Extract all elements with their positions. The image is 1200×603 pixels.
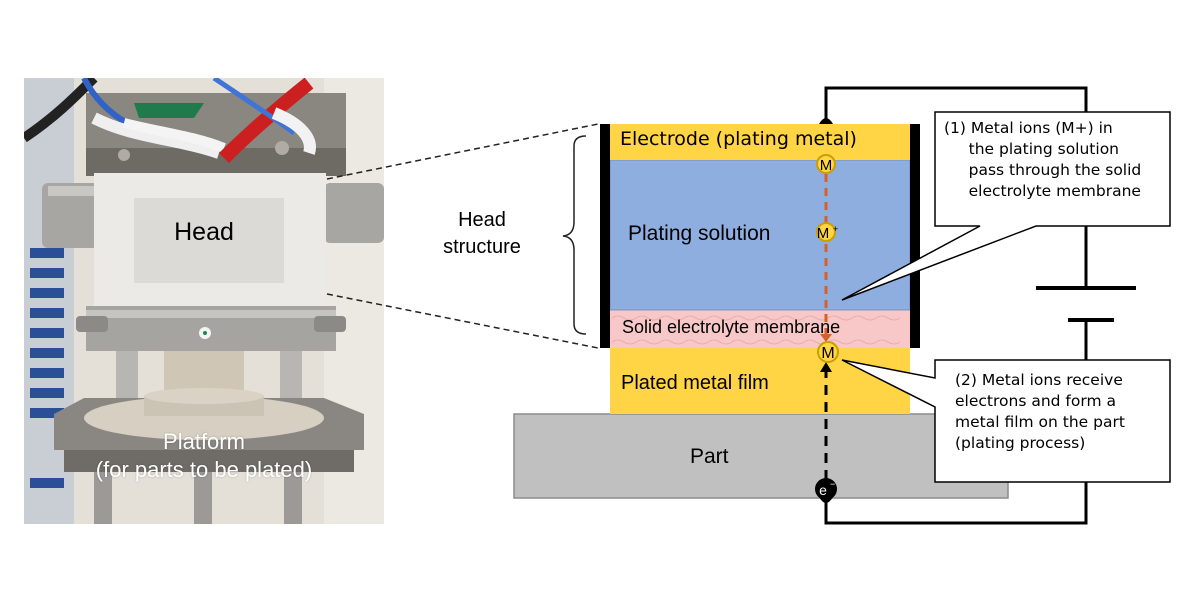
callout-step2-text: (2) Metal ions receive electrons and for… bbox=[955, 371, 1125, 452]
electrode-layer bbox=[610, 124, 910, 160]
electron-arrow-head bbox=[820, 362, 832, 372]
callout-step1-box bbox=[841, 111, 1171, 301]
zoom-line-bottom bbox=[326, 293, 599, 349]
membrane-label: Solid electrolyte membrane bbox=[622, 317, 841, 337]
platform-label: Platform (for parts to be plated) bbox=[24, 428, 384, 484]
plated-film-layer bbox=[610, 348, 910, 414]
metal-particle-electrode-label: M bbox=[820, 157, 833, 174]
zoom-line-top bbox=[326, 123, 599, 180]
plated-film-label: Plated metal film bbox=[621, 372, 769, 394]
head-wall-right bbox=[910, 124, 920, 348]
terminal-top bbox=[819, 118, 833, 124]
part-label: Part bbox=[690, 445, 729, 468]
callout-step1-text: (1) Metal ions (M+) in the plating solut… bbox=[944, 119, 1142, 200]
metal-ion-label: M bbox=[817, 225, 830, 242]
head-structure-label-line1: Head bbox=[458, 209, 506, 231]
electron-particle bbox=[815, 478, 837, 500]
head-structure-brace bbox=[562, 135, 587, 335]
head-apparatus-photo: Head Platform (for parts to be plated) bbox=[24, 78, 384, 524]
plating-solution-label: Plating solution bbox=[628, 222, 771, 245]
membrane-texture bbox=[611, 315, 901, 345]
part-layer bbox=[513, 413, 1009, 499]
electrode-label: Electrode (plating metal) bbox=[620, 128, 857, 150]
electron-label: e bbox=[819, 482, 827, 498]
platform-label-line2: (for parts to be plated) bbox=[95, 457, 313, 482]
platform-label-line1: Platform bbox=[163, 429, 245, 454]
metal-particle-electrode bbox=[816, 154, 836, 174]
metal-ion-particle bbox=[816, 222, 836, 242]
apparatus-illustration bbox=[24, 78, 384, 524]
metal-ion-charge: + bbox=[833, 224, 838, 234]
ion-arrow-head bbox=[820, 334, 832, 342]
metal-particle-film bbox=[817, 341, 839, 363]
plating-solution-layer bbox=[609, 159, 911, 311]
head-structure-label: Head structure bbox=[432, 207, 532, 261]
metal-particle-film-label: M bbox=[821, 345, 834, 362]
callout-step2-box bbox=[841, 359, 1171, 483]
head-label: Head bbox=[174, 218, 234, 246]
electron-charge: − bbox=[830, 479, 835, 489]
head-wall-left bbox=[600, 124, 610, 348]
head-structure-label-line2: structure bbox=[443, 236, 521, 258]
